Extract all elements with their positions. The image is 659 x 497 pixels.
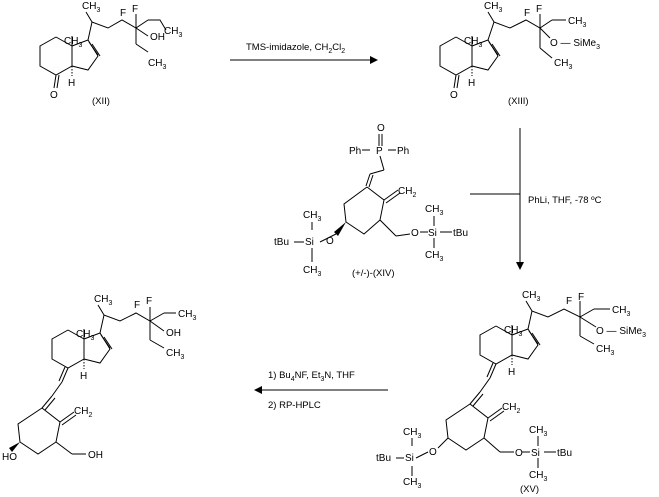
- fluorine-label-2: F: [132, 4, 138, 15]
- hydroxymethyl-label: OH: [88, 450, 103, 461]
- phenyl-label-1: Ph: [349, 146, 361, 157]
- ring-h-label: H: [68, 78, 75, 89]
- compound-xv: CH3 CH3 F F O — SiMe3 CH3 CH3 H CH2 tBu …: [376, 290, 646, 495]
- angular-methyl-label: CH3: [76, 329, 94, 342]
- silyl-ether-label: O — SiMe3: [550, 38, 600, 51]
- compound-label-xiii: (XIII): [508, 96, 529, 107]
- methylene-label: CH2: [398, 186, 416, 199]
- methylene-label: CH2: [74, 406, 92, 419]
- ethyl-ch3-label-2: CH3: [166, 348, 184, 361]
- o-label-right: O: [411, 228, 419, 239]
- ring-h-label: H: [80, 371, 87, 382]
- o-label-left: O: [326, 236, 334, 247]
- fluorine-label-1: F: [120, 8, 126, 19]
- reagent-step2: PhLi, THF, -78 ºC: [528, 195, 602, 206]
- ethyl-ch3-label-1: CH3: [612, 305, 630, 318]
- compound-xiii: CH3 CH3 F F O — SiMe3 CH3 CH3 H O (XIII): [439, 1, 600, 107]
- compound-xii: CH3 CH3 F F OH CH3 CH3 H O (XII): [39, 1, 182, 107]
- si-methyl-label-4: CH3: [425, 250, 443, 263]
- reaction-arrow-3: 1) Bu4NF, Et3N, THF 2) RP-HPLC: [254, 370, 388, 411]
- phosphine-o-label: O: [377, 123, 385, 134]
- methyl-label: CH3: [94, 294, 112, 307]
- tbu-label-left: tBu: [376, 453, 391, 464]
- ring-h-label: H: [468, 78, 475, 89]
- tbu-label-left: tBu: [274, 237, 289, 248]
- fluorine-label-2: F: [146, 296, 152, 307]
- si-methyl-label-2: CH3: [303, 265, 321, 278]
- tbu-label-right: tBu: [453, 228, 468, 239]
- ketone-o-label: O: [50, 90, 58, 101]
- si-label-left: Si: [305, 237, 314, 248]
- reagent-step3-line1: 1) Bu4NF, Et3N, THF: [268, 370, 355, 383]
- si-methyl-label-1: CH3: [303, 210, 321, 223]
- ethyl-ch3-label-2: CH3: [596, 344, 614, 357]
- compound-label-xiv: (+/-)-(XIV): [352, 268, 394, 279]
- compound-label-xv: (XV): [520, 484, 539, 495]
- hydroxyl-label-a-ring: HO: [2, 452, 17, 463]
- ethyl-ch3-label-2: CH3: [148, 58, 166, 71]
- angular-methyl-label: CH3: [504, 325, 522, 338]
- methylene-label: CH2: [502, 402, 520, 415]
- si-label-right: Si: [531, 448, 540, 459]
- silyl-ether-label: O — SiMe3: [596, 326, 646, 339]
- phenyl-label-2: Ph: [397, 146, 409, 157]
- compound-product: CH3 CH3 F F OH CH3 CH3 H CH2 HO OH: [2, 294, 196, 463]
- fluorine-label-1: F: [524, 8, 530, 19]
- ketone-o-label: O: [450, 90, 458, 101]
- si-methyl-label-4: CH3: [529, 470, 547, 483]
- si-methyl-label-3: CH3: [529, 425, 547, 438]
- ring-h-label: H: [508, 367, 515, 378]
- methyl-label: CH3: [82, 1, 100, 14]
- o-label-left: O: [429, 447, 437, 458]
- fluorine-label-2: F: [536, 4, 542, 15]
- si-methyl-label-3: CH3: [425, 204, 443, 217]
- si-label-right: Si: [428, 228, 437, 239]
- fluorine-label-1: F: [134, 300, 140, 311]
- hydroxyl-label: OH: [150, 32, 165, 43]
- reaction-arrow-1: TMS-imidazole, CH2Cl2: [230, 42, 378, 64]
- o-label-right: O: [515, 448, 523, 459]
- ethyl-ch3-label-1: CH3: [178, 309, 196, 322]
- si-methyl-label-1: CH3: [403, 427, 421, 440]
- si-label-left: Si: [405, 453, 414, 464]
- methyl-label: CH3: [522, 290, 540, 303]
- reagent-step3-line2: 2) RP-HPLC: [268, 400, 321, 411]
- phosphorus-label: P: [376, 146, 383, 157]
- fluorine-label-1: F: [566, 296, 572, 307]
- angular-methyl-label: CH3: [64, 36, 82, 49]
- compound-label-xii: (XII): [92, 96, 110, 107]
- ethyl-ch3-label-2: CH3: [554, 58, 572, 71]
- fluorine-label-2: F: [578, 292, 584, 303]
- reaction-arrow-2: PhLi, THF, -78 ºC: [470, 128, 602, 270]
- tbu-label-right: tBu: [557, 448, 572, 459]
- reagent-step1: TMS-imidazole, CH2Cl2: [246, 42, 345, 55]
- methyl-label: CH3: [484, 1, 502, 14]
- ethyl-ch3-label-1: CH3: [568, 16, 586, 29]
- ethyl-ch3-label-1: CH3: [164, 26, 182, 39]
- angular-methyl-label: CH3: [464, 36, 482, 49]
- si-methyl-label-2: CH3: [403, 477, 421, 490]
- compound-xiv: O P Ph Ph CH2 tBu Si O CH3 CH3 O Si tBu …: [274, 123, 468, 279]
- hydroxyl-label: OH: [166, 328, 181, 339]
